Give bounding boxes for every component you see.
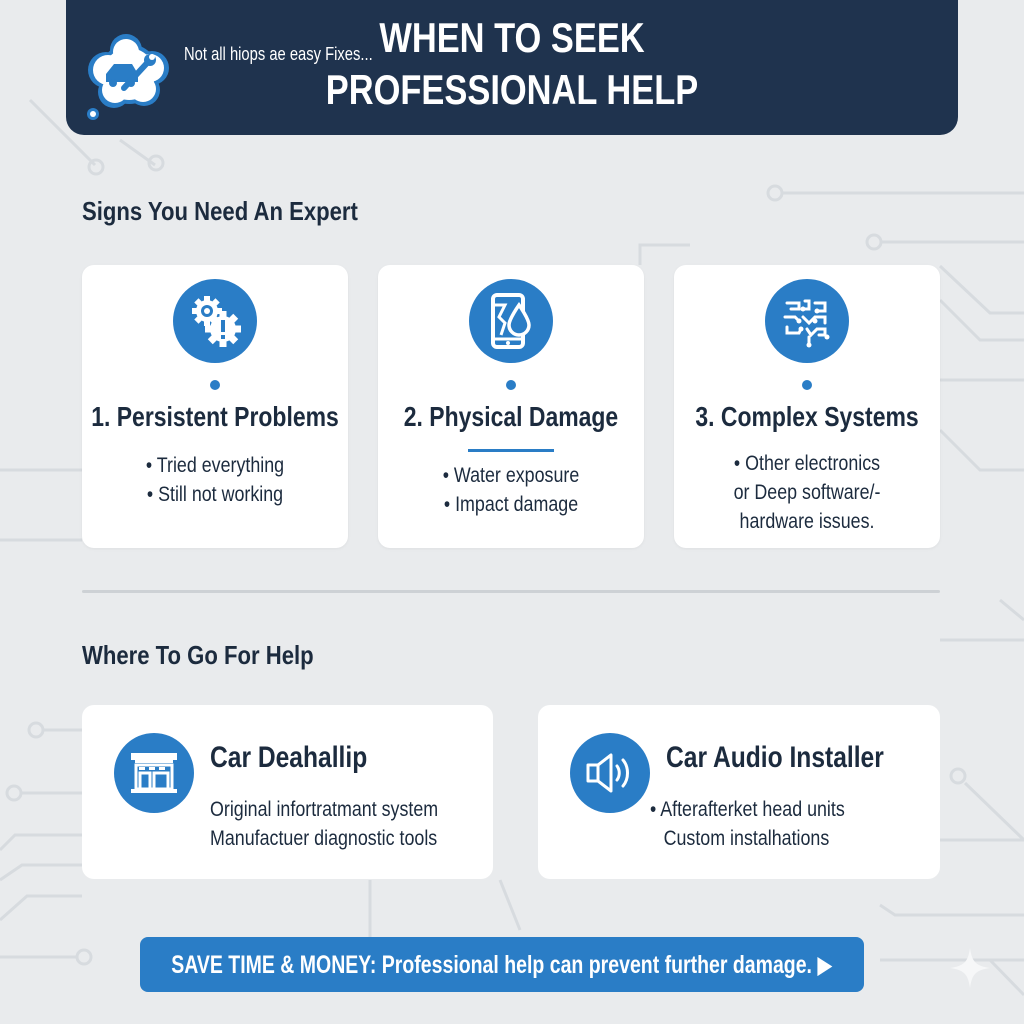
bullet-item: • Tried everything (145, 454, 285, 477)
bullet-item: • Impact damage (443, 493, 579, 516)
connector-dot (802, 380, 812, 390)
sign-bullets: • Other electronics or Deep software/- h… (674, 449, 940, 536)
title-underline (468, 449, 554, 452)
signs-section-title: Signs You Need An Expert (82, 196, 358, 226)
sign-card-physical-damage: 2. Physical Damage • Water exposure • Im… (378, 265, 644, 548)
bullet-item: hardware issues. (739, 510, 875, 533)
car-wrench-icon (87, 34, 169, 120)
help-line: Custom instalhations (663, 827, 830, 850)
cracked-phone-water-icon (469, 279, 553, 363)
bullet-item: • Still not working (146, 483, 284, 506)
speaker-icon (570, 733, 650, 813)
help-card-car-dealership: Car Deahallip Original infortratmant sys… (82, 705, 493, 879)
header-tagline: Not all hiops ae easy Fixes... (184, 44, 373, 64)
help-line: Manufactuer diagnostic tools (210, 827, 438, 850)
help-title: Car Audio Installer (666, 741, 884, 774)
page-title: WHEN TO SEEK PROFESSIONAL HELP (146, 12, 877, 116)
help-section-title: Where To Go For Help (82, 640, 314, 670)
help-lines: Original infortratmant system Manufactue… (210, 795, 478, 853)
connector-dot (210, 380, 220, 390)
bullet-item: • Water exposure (442, 464, 580, 487)
sign-bullets: • Tried everything • Still not working (82, 451, 348, 509)
section-divider (82, 590, 940, 593)
help-title: Car Deahallip (210, 741, 368, 774)
sign-card-persistent-problems: 1. Persistent Problems • Tried everythin… (82, 265, 348, 548)
circuit-board-icon (765, 279, 849, 363)
title-line-2: PROFESSIONAL HELP (325, 66, 699, 113)
bullet-item: • Other electronics (733, 452, 881, 475)
help-lines: • Afterafterket head units Custom instal… (650, 795, 879, 853)
help-line: • Afterafterket head units (650, 798, 845, 821)
sign-bullets: • Water exposure • Impact damage (378, 461, 644, 519)
help-line: Original infortratmant system (210, 798, 439, 821)
bullet-item: or Deep software/- (733, 481, 881, 504)
gears-alert-icon (173, 279, 257, 363)
sign-card-complex-systems: 3. Complex Systems • Other electronics o… (674, 265, 940, 548)
sign-title: 3. Complex Systems (695, 401, 919, 432)
sign-title: 2. Physical Damage (403, 401, 619, 432)
header-banner: Not all hiops ae easy Fixes... WHEN TO S… (66, 0, 958, 135)
sign-title: 1. Persistent Problems (91, 401, 339, 432)
cta-banner-button[interactable]: SAVE TIME & MONEY: Professional help can… (140, 937, 864, 992)
title-line-1: WHEN TO SEEK (379, 14, 645, 61)
cta-label: SAVE TIME & MONEY: Professional help can… (171, 950, 833, 979)
help-card-car-audio-installer: Car Audio Installer • Afterafterket head… (538, 705, 940, 879)
sparkle-icon (950, 948, 990, 988)
connector-dot (506, 380, 516, 390)
dealership-building-icon (114, 733, 194, 813)
